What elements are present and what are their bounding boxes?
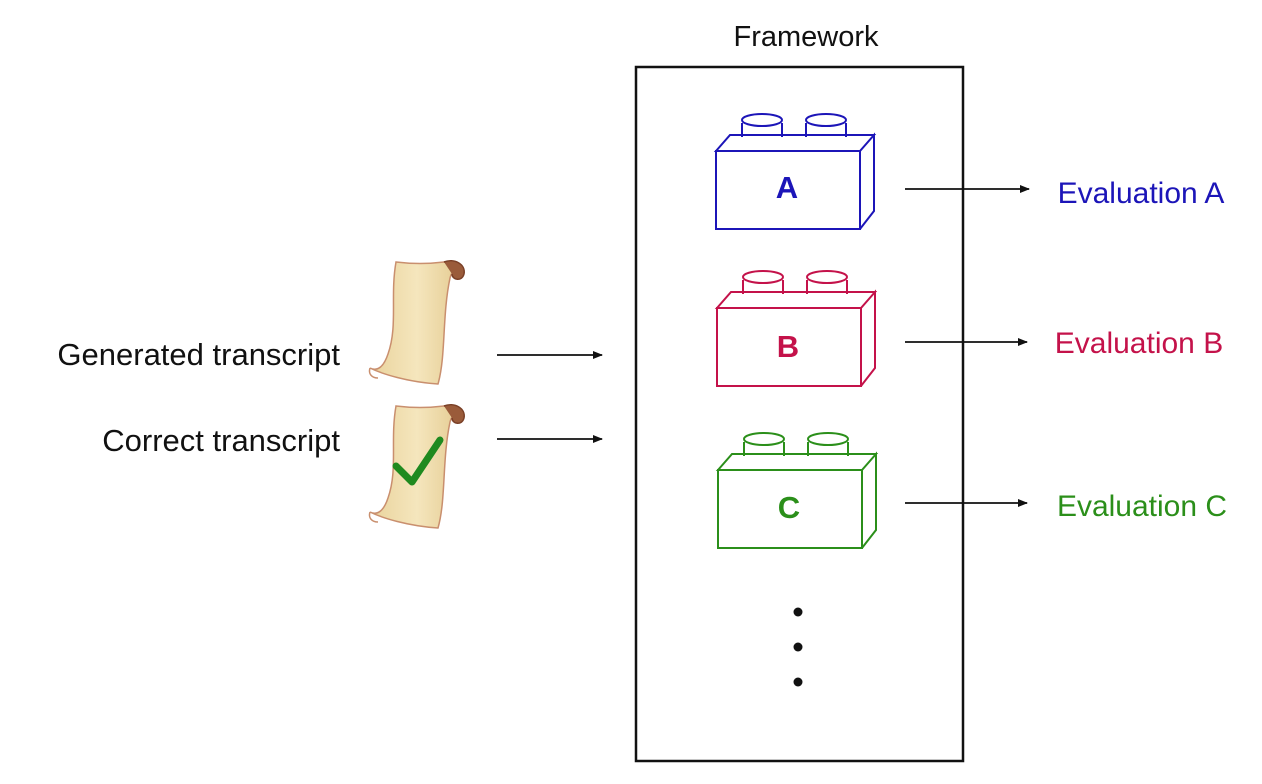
module-c-letter: C: [778, 490, 800, 525]
vertical-ellipsis-icon: [793, 607, 803, 687]
evaluation-b-label: Evaluation B: [1055, 327, 1223, 360]
scroll-check-icon: [368, 404, 465, 529]
evaluation-a-label: Evaluation A: [1058, 177, 1225, 210]
module-b-letter: B: [777, 329, 799, 364]
correct-transcript-label: Correct transcript: [102, 423, 340, 458]
evaluation-c-label: Evaluation C: [1057, 490, 1227, 523]
lego-brick-icon: [714, 289, 878, 387]
framework-box: [634, 65, 965, 763]
lego-brick-icon: [715, 451, 879, 549]
lego-brick-icon: [713, 132, 877, 230]
scroll-icon: [368, 260, 465, 385]
module-block-a: [713, 113, 877, 230]
framework-title: Framework: [733, 21, 879, 53]
module-block-b: [714, 270, 878, 387]
generated-transcript-label: Generated transcript: [57, 337, 340, 372]
check-icon: [392, 436, 444, 486]
module-a-letter: A: [776, 170, 798, 205]
module-block-c: [715, 432, 879, 549]
